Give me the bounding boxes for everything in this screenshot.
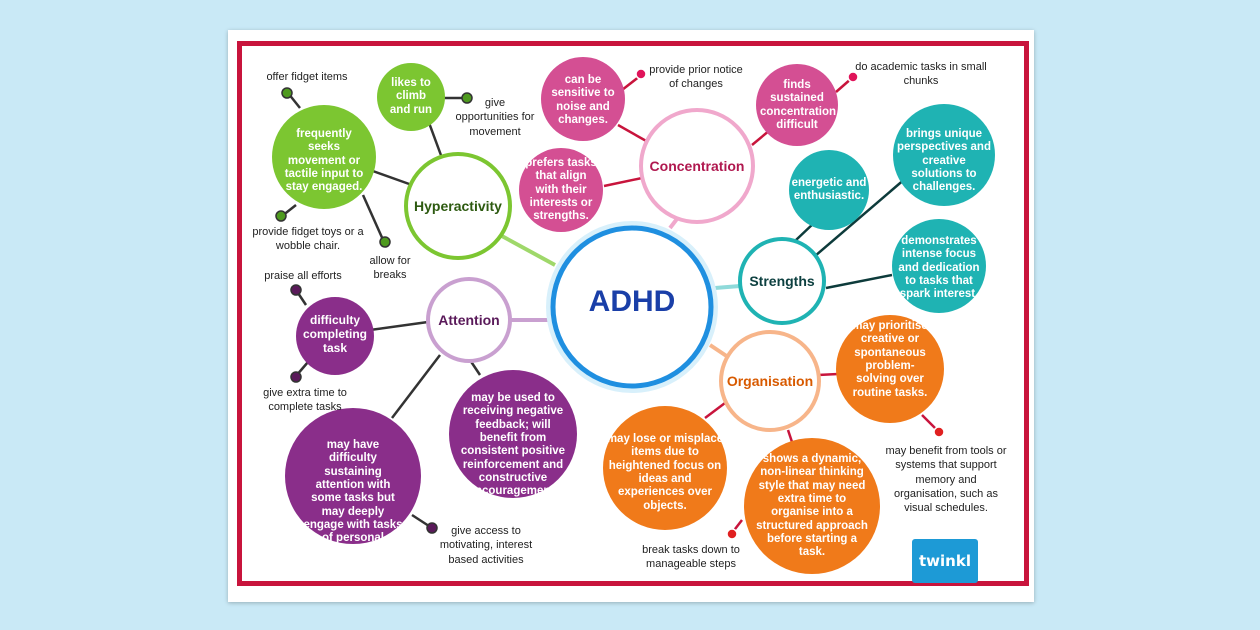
note-fidget-toys: provide fidget toys or a wobble chair.	[252, 226, 364, 253]
bubble-text-lose-items: may lose or misplace items due to height…	[606, 433, 724, 512]
bubble-sensitive-noise	[541, 57, 625, 141]
line-note-breaks	[361, 194, 386, 243]
line-str-bubble2	[807, 177, 907, 263]
bubble-energetic	[789, 150, 869, 230]
poster-border	[237, 41, 1029, 586]
bubble-lose-items	[603, 406, 727, 530]
hub-organisation	[719, 330, 821, 432]
center-circle	[550, 225, 714, 389]
line-note-prior	[621, 75, 641, 91]
bubble-negative-feedback	[449, 370, 577, 498]
hub-label-strengths: Strengths	[749, 273, 815, 289]
dot-allow-breaks	[379, 236, 391, 248]
dot-offer-fidget	[281, 87, 293, 99]
dot-small-chunks	[847, 71, 859, 83]
bubble-text-unique-perspectives: brings unique perspectives and creative …	[897, 128, 991, 194]
line-center-hyperactivity	[499, 233, 556, 267]
note-give-opportunities: give opportunities for movement	[455, 97, 535, 138]
line-attn-bubble1	[369, 320, 429, 332]
hub-concentration	[639, 108, 755, 224]
center-title: ADHD	[588, 285, 676, 318]
connectors	[499, 213, 741, 359]
dot-extra-time	[290, 371, 302, 383]
line-center-organisation	[708, 343, 730, 359]
note-break-tasks: break tasks down to manageable steps	[642, 544, 740, 571]
bubble-difficulty-completing	[296, 297, 374, 375]
hub-hyperactivity	[404, 152, 512, 260]
hub-label-attention: Attention	[438, 312, 500, 328]
twinkl-logo: twinkl	[912, 539, 978, 583]
line-hyper-bubble1	[369, 168, 413, 187]
note-offer-fidget: offer fidget items	[266, 71, 348, 83]
bubble-text-energetic: energetic and enthusiastic.	[791, 177, 867, 203]
dot-motivating	[426, 522, 438, 534]
bubble-text-frequently-seeks: frequently seeks movement or tactile inp…	[284, 128, 364, 194]
bubble-unique-perspectives	[893, 104, 995, 206]
note-allow-breaks: allow for breaks	[369, 255, 411, 282]
line-org-bubble1	[817, 372, 839, 377]
bubble-intense-focus	[892, 219, 986, 313]
line-str-bubble3	[825, 273, 893, 290]
bubble-text-may-have-difficulty: may have difficulty sustaining attention…	[303, 439, 403, 558]
dot-break-tasks	[726, 528, 738, 540]
bubble-prefers-tasks	[519, 148, 603, 232]
hub-strengths	[738, 237, 826, 325]
note-motivating: give access to motivating, interest base…	[439, 525, 533, 566]
bubble-prioritise-creative	[836, 315, 944, 423]
bubble-text-finds-sustained: finds sustained concentration difficult	[760, 79, 837, 131]
bubble-text-prefers-tasks: prefers tasks that align with their inte…	[525, 157, 597, 223]
line-org-bubble2	[704, 402, 726, 419]
bubble-text-dynamic-thinking: shows a dynamic, non-linear thinking sty…	[756, 453, 868, 559]
hub-label-organisation: Organisation	[726, 373, 814, 389]
note-small-chunks: do academic tasks in small chunks	[855, 61, 987, 88]
twinkl-logo-text: twinkl	[919, 552, 971, 570]
line-conc-bubble1	[617, 123, 649, 144]
bubble-text-prioritise-creative: may prioritise creative or spontaneous p…	[852, 320, 928, 399]
note-prior-notice: provide prior notice of changes	[649, 64, 743, 91]
dot-prior-notice	[635, 68, 647, 80]
note-tools-systems: may benefit from tools or systems that s…	[885, 445, 1007, 515]
note-extra-time: give extra time to complete tasks	[263, 387, 347, 414]
note-praise-efforts: praise all efforts	[264, 270, 342, 282]
dot-fidget-toys	[275, 210, 287, 222]
dot-tools	[933, 426, 945, 438]
line-conc-bubble2	[603, 176, 643, 188]
bubble-may-have-difficulty	[285, 408, 421, 544]
bubble-text-likes-to-climb: likes to climb and run	[389, 77, 433, 116]
line-attn-bubble2	[391, 354, 441, 419]
bubble-text-intense-focus: demonstrates intense focus and dedicatio…	[898, 235, 980, 301]
bubble-likes-to-climb	[377, 63, 445, 131]
hub-label-hyperactivity: Hyperactivity	[414, 198, 502, 214]
hub-attention	[426, 277, 512, 363]
bubble-dynamic-thinking	[744, 438, 880, 574]
bubble-text-sensitive-noise: can be sensitive to noise and changes.	[551, 74, 615, 126]
dot-give-opportunities	[461, 92, 473, 104]
hub-label-concentration: Concentration	[649, 158, 745, 174]
dot-praise	[290, 284, 302, 296]
bubble-text-negative-feedback: may be used to receiving negative feedba…	[460, 392, 566, 498]
line-hyper-bubble2	[426, 119, 444, 159]
bubble-text-difficulty-completing: difficulty completing task	[302, 313, 367, 355]
bubble-frequently-seeks	[272, 105, 376, 209]
line-center-strengths	[714, 284, 741, 290]
bubble-finds-sustained	[756, 64, 838, 146]
